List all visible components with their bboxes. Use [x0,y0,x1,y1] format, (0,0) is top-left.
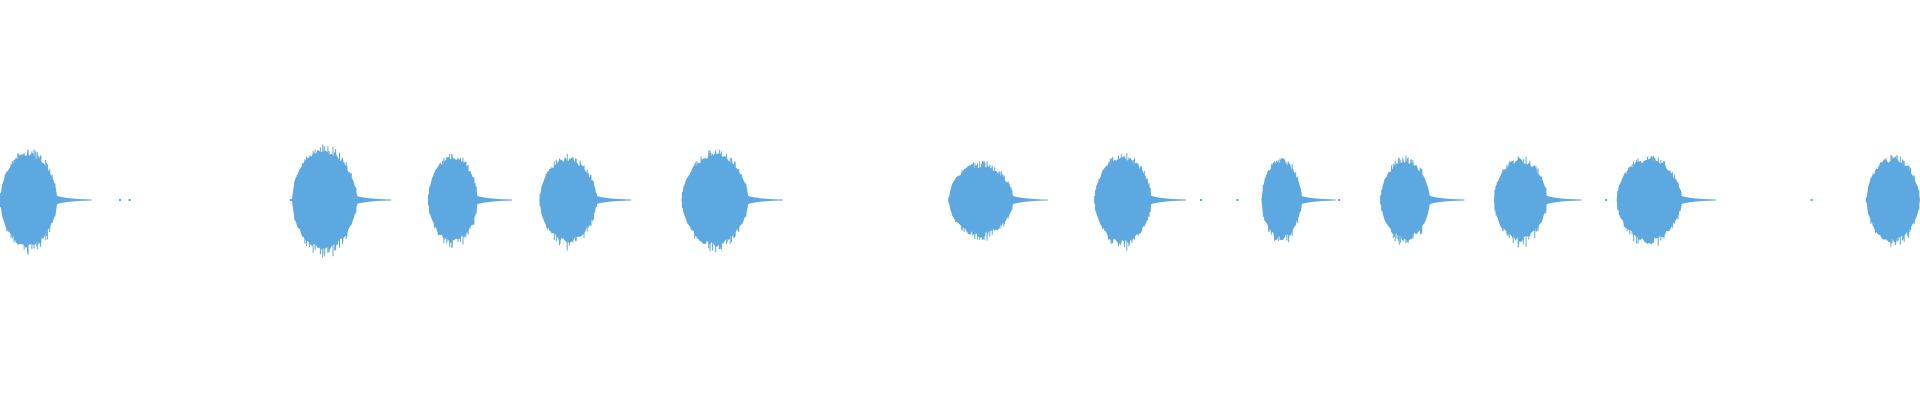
waveform-tail [1295,194,1336,206]
waveform-burst [1493,156,1582,248]
waveform-burst [1261,157,1336,243]
waveform-burst [428,153,513,248]
waveform-burst [1616,156,1716,246]
waveform-burst [1865,154,1920,247]
waveform-tail [1424,194,1465,206]
waveform-burst [948,160,1048,241]
waveform-speck [1338,199,1341,201]
waveform-tail [591,194,632,206]
waveform-speck [1236,199,1239,201]
waveform-tail [472,194,513,206]
waveform-tail [1541,194,1582,206]
waveform-tail [1675,194,1716,206]
waveform-burst-body [1866,156,1920,243]
waveform-speck [1605,199,1608,201]
waveform-tail [742,194,783,206]
waveform-speck [128,199,131,201]
waveform-tail [351,194,392,206]
waveform-burst-body [948,163,1014,238]
waveform-bursts [0,144,1920,258]
waveform-burst [681,149,783,253]
waveform-burst-body [1493,157,1548,242]
waveform-speck [1810,199,1813,201]
waveform-burst-body [0,152,58,249]
waveform-tail [1146,194,1186,206]
waveform-burst [0,149,92,255]
waveform-tail [51,194,92,206]
waveform-specks [119,199,1813,201]
waveform-burst [1380,155,1465,245]
waveform-speck [289,199,292,201]
waveform-burst [1094,153,1186,251]
waveform-burst [539,153,632,251]
waveform-tail [1007,194,1048,206]
waveform-burst [291,144,392,258]
waveform-speck [1200,199,1202,201]
waveform-speck [119,199,121,201]
